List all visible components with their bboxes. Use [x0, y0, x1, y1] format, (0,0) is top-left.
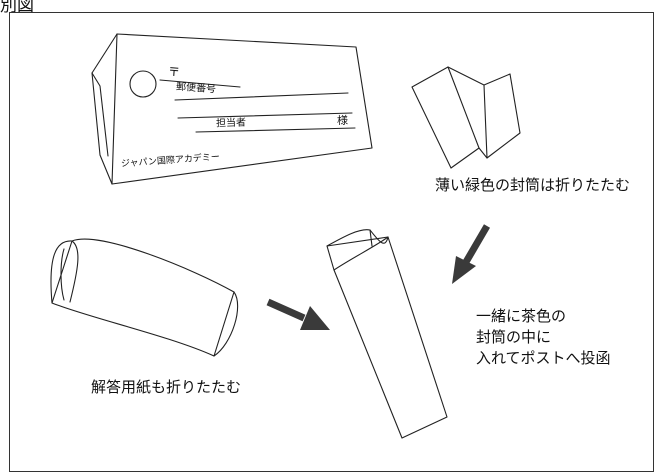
folded-green-envelope — [411, 66, 521, 169]
brown-envelope — [326, 229, 448, 439]
page-title: 別図 — [0, 0, 34, 16]
folded-answer-sheet — [50, 238, 239, 357]
arrow-to-brown-envelope-top — [452, 224, 491, 284]
postcard-address-line1: 郵便番号 — [175, 81, 217, 96]
postcard-illustration — [91, 33, 373, 185]
label-brown-envelope-line2: 封筒の中に — [476, 328, 552, 346]
arrow-to-brown-envelope-left — [266, 298, 330, 330]
label-brown-envelope-line1: 一緒に茶色の — [476, 307, 567, 325]
postcard-honorific: 様 — [336, 113, 349, 128]
label-answer-sheet: 解答用紙も折りたたむ — [91, 378, 242, 396]
label-brown-envelope-line3: 入れてポストへ投函 — [476, 349, 611, 367]
postcard-address-line2: 担当者 — [215, 117, 247, 130]
label-green-envelope: 薄い緑色の封筒は折りたたむ — [435, 176, 631, 194]
